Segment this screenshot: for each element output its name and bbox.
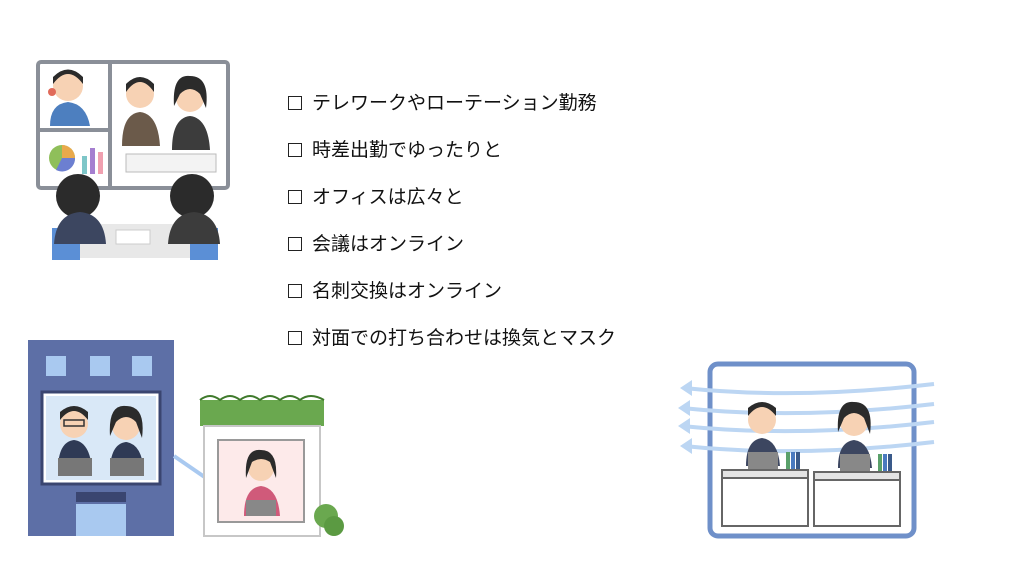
checklist-item: 会議はオンライン	[288, 229, 728, 259]
checklist-item-label: 時差出勤でゆったりと	[312, 139, 503, 161]
checklist-item-label: 名刺交換はオンライン	[312, 280, 503, 302]
checklist-item-label: 会議はオンライン	[312, 233, 465, 255]
ventilated-office-illustration	[678, 360, 940, 542]
checkbox-icon	[288, 284, 302, 298]
checkbox-icon	[288, 237, 302, 251]
checkbox-icon	[288, 190, 302, 204]
checklist-item: テレワークやローテーション勤務	[288, 88, 728, 118]
checkbox-icon	[288, 96, 302, 110]
checklist-item: 名刺交換はオンライン	[288, 276, 728, 306]
checklist-item: 時差出勤でゆったりと	[288, 135, 728, 165]
online-meeting-illustration	[34, 58, 234, 264]
checklist-item-label: テレワークやローテーション勤務	[312, 92, 597, 114]
checklist: テレワークやローテーション勤務 時差出勤でゆったりと オフィスは広々と 会議はオ…	[288, 88, 728, 370]
checklist-item: オフィスは広々と	[288, 182, 728, 212]
checkbox-icon	[288, 143, 302, 157]
checklist-item-label: オフィスは広々と	[312, 186, 464, 208]
checklist-item-label: 対面での打ち合わせは換気とマスク	[312, 327, 617, 349]
checklist-item: 対面での打ち合わせは換気とマスク	[288, 323, 728, 353]
checkbox-icon	[288, 331, 302, 345]
office-to-home-remote-work-illustration	[28, 340, 358, 540]
